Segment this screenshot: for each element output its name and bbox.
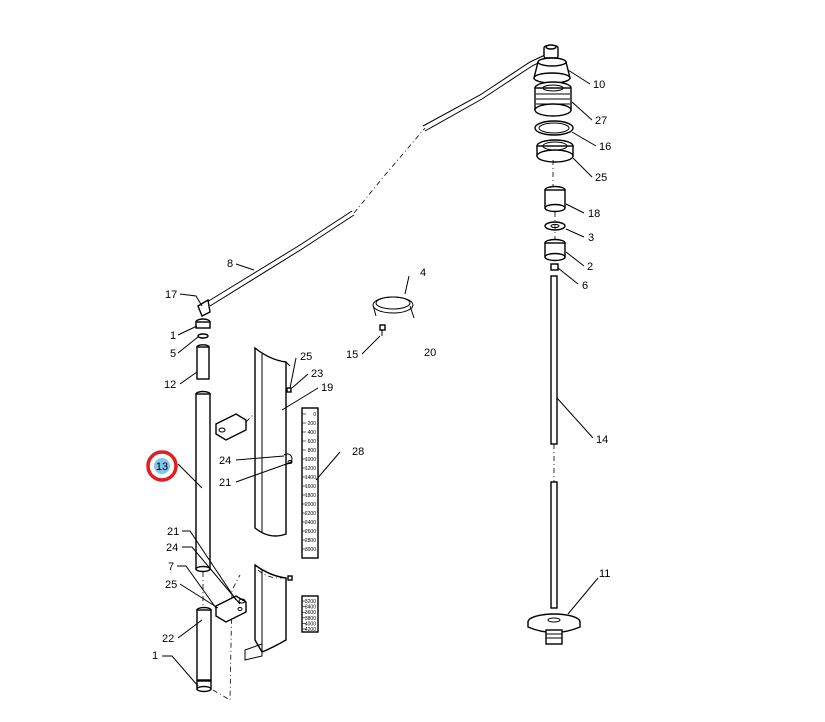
channel-rail-lower [244, 563, 287, 661]
callout-20: 20 [424, 347, 436, 359]
callout-13: 13 [156, 461, 168, 473]
scale-label: 3000 [305, 547, 316, 553]
callout-11: 11 [599, 568, 610, 580]
scale-label: 1200 [305, 466, 316, 472]
scale-label: 3600 [305, 610, 316, 616]
callout-8: 8 [227, 258, 233, 270]
callout-15: 15 [346, 349, 358, 361]
callout-27: 27 [595, 115, 607, 127]
channel-rail-part-19 [254, 346, 291, 537]
spring-clip-part-4 [372, 296, 415, 319]
callout-25-mid: 25 [300, 351, 312, 363]
callout-18: 18 [588, 208, 600, 220]
callout-28: 28 [352, 446, 364, 458]
grommet-part-6 [550, 263, 559, 271]
scale-label: 2400 [305, 520, 316, 526]
scale-label: 200 [308, 421, 317, 427]
scale-label: 2800 [305, 538, 316, 544]
callout-19: 19 [321, 382, 333, 394]
scale-label: 400 [308, 430, 317, 436]
callout-25-top: 25 [595, 172, 607, 184]
scale-label: 2000 [305, 502, 316, 508]
tube-part-13 [195, 390, 211, 573]
fitting-part-1-bottom [196, 680, 212, 693]
callout-2: 2 [587, 261, 593, 273]
cap-part-10 [533, 44, 571, 84]
callout-1-bottom: 1 [152, 650, 158, 662]
callout-13-highlighted[interactable]: 13 [146, 450, 178, 482]
scale-label: 2200 [305, 511, 316, 517]
highlight-fill [154, 458, 170, 474]
elbow-part-17 [197, 298, 211, 317]
scale-label: 600 [308, 439, 317, 445]
screw-part-25-mid [287, 575, 293, 581]
nut-part-25-top [536, 139, 574, 163]
scale-label: 1600 [305, 484, 316, 490]
scale-label: 4200 [305, 627, 316, 633]
callout-14: 14 [596, 434, 608, 446]
callout-21-mid: 21 [219, 477, 231, 489]
scale-label: 1400 [305, 475, 316, 481]
o-ring-part-16 [534, 120, 574, 136]
fitting-part-1-top [195, 318, 211, 329]
callout-16: 16 [599, 141, 611, 153]
scale-label: 0 [313, 412, 316, 418]
scale-label: 3800 [305, 616, 316, 622]
coupling-part-27 [534, 81, 572, 117]
scale-label: 1000 [305, 457, 316, 463]
screw-part-15 [379, 324, 386, 336]
scale-label: 800 [308, 448, 317, 454]
base-fitting-part-11 [527, 613, 581, 645]
tube-part-22 [196, 606, 212, 681]
callout-25-bottom: 25 [165, 579, 177, 591]
scale-label: 1800 [305, 493, 316, 499]
scale-label: 4000 [305, 621, 316, 627]
callout-21-bottom: 21 [167, 526, 179, 538]
callout-3: 3 [588, 232, 594, 244]
leader-lines [162, 69, 599, 687]
callout-12: 12 [164, 379, 176, 391]
rod-part-14 [550, 275, 558, 609]
callout-6: 6 [582, 280, 588, 292]
callout-7: 7 [168, 561, 174, 573]
callout-23: 23 [311, 368, 323, 380]
callout-5: 5 [170, 348, 176, 360]
scale-label: 2600 [305, 529, 316, 535]
tube-part-12 [196, 344, 210, 380]
highlight-ring [146, 450, 178, 482]
screw-part-23 [286, 387, 292, 393]
sleeve-part-18 [544, 185, 566, 213]
clamp-lower-part-7 [215, 595, 247, 623]
callout-4: 4 [420, 267, 426, 279]
scale-strip-part-28: 0 200 400 600 800 1000 1200 1400 1600 1800 2000 220… [301, 407, 319, 559]
scale-label: 3400 [305, 605, 316, 611]
callout-17: 17 [165, 289, 177, 301]
hose-part-8 [206, 54, 547, 307]
clamp-upper [215, 409, 259, 441]
callout-22: 22 [162, 633, 174, 645]
washer-part-5 [197, 333, 209, 339]
callout-24-mid: 24 [219, 455, 231, 467]
fitting-part-2 [544, 238, 566, 262]
callout-24-bottom: 24 [166, 542, 178, 554]
callout-10: 10 [593, 79, 605, 91]
scale-label: 3200 [305, 599, 316, 605]
callout-1-top: 1 [170, 330, 176, 342]
